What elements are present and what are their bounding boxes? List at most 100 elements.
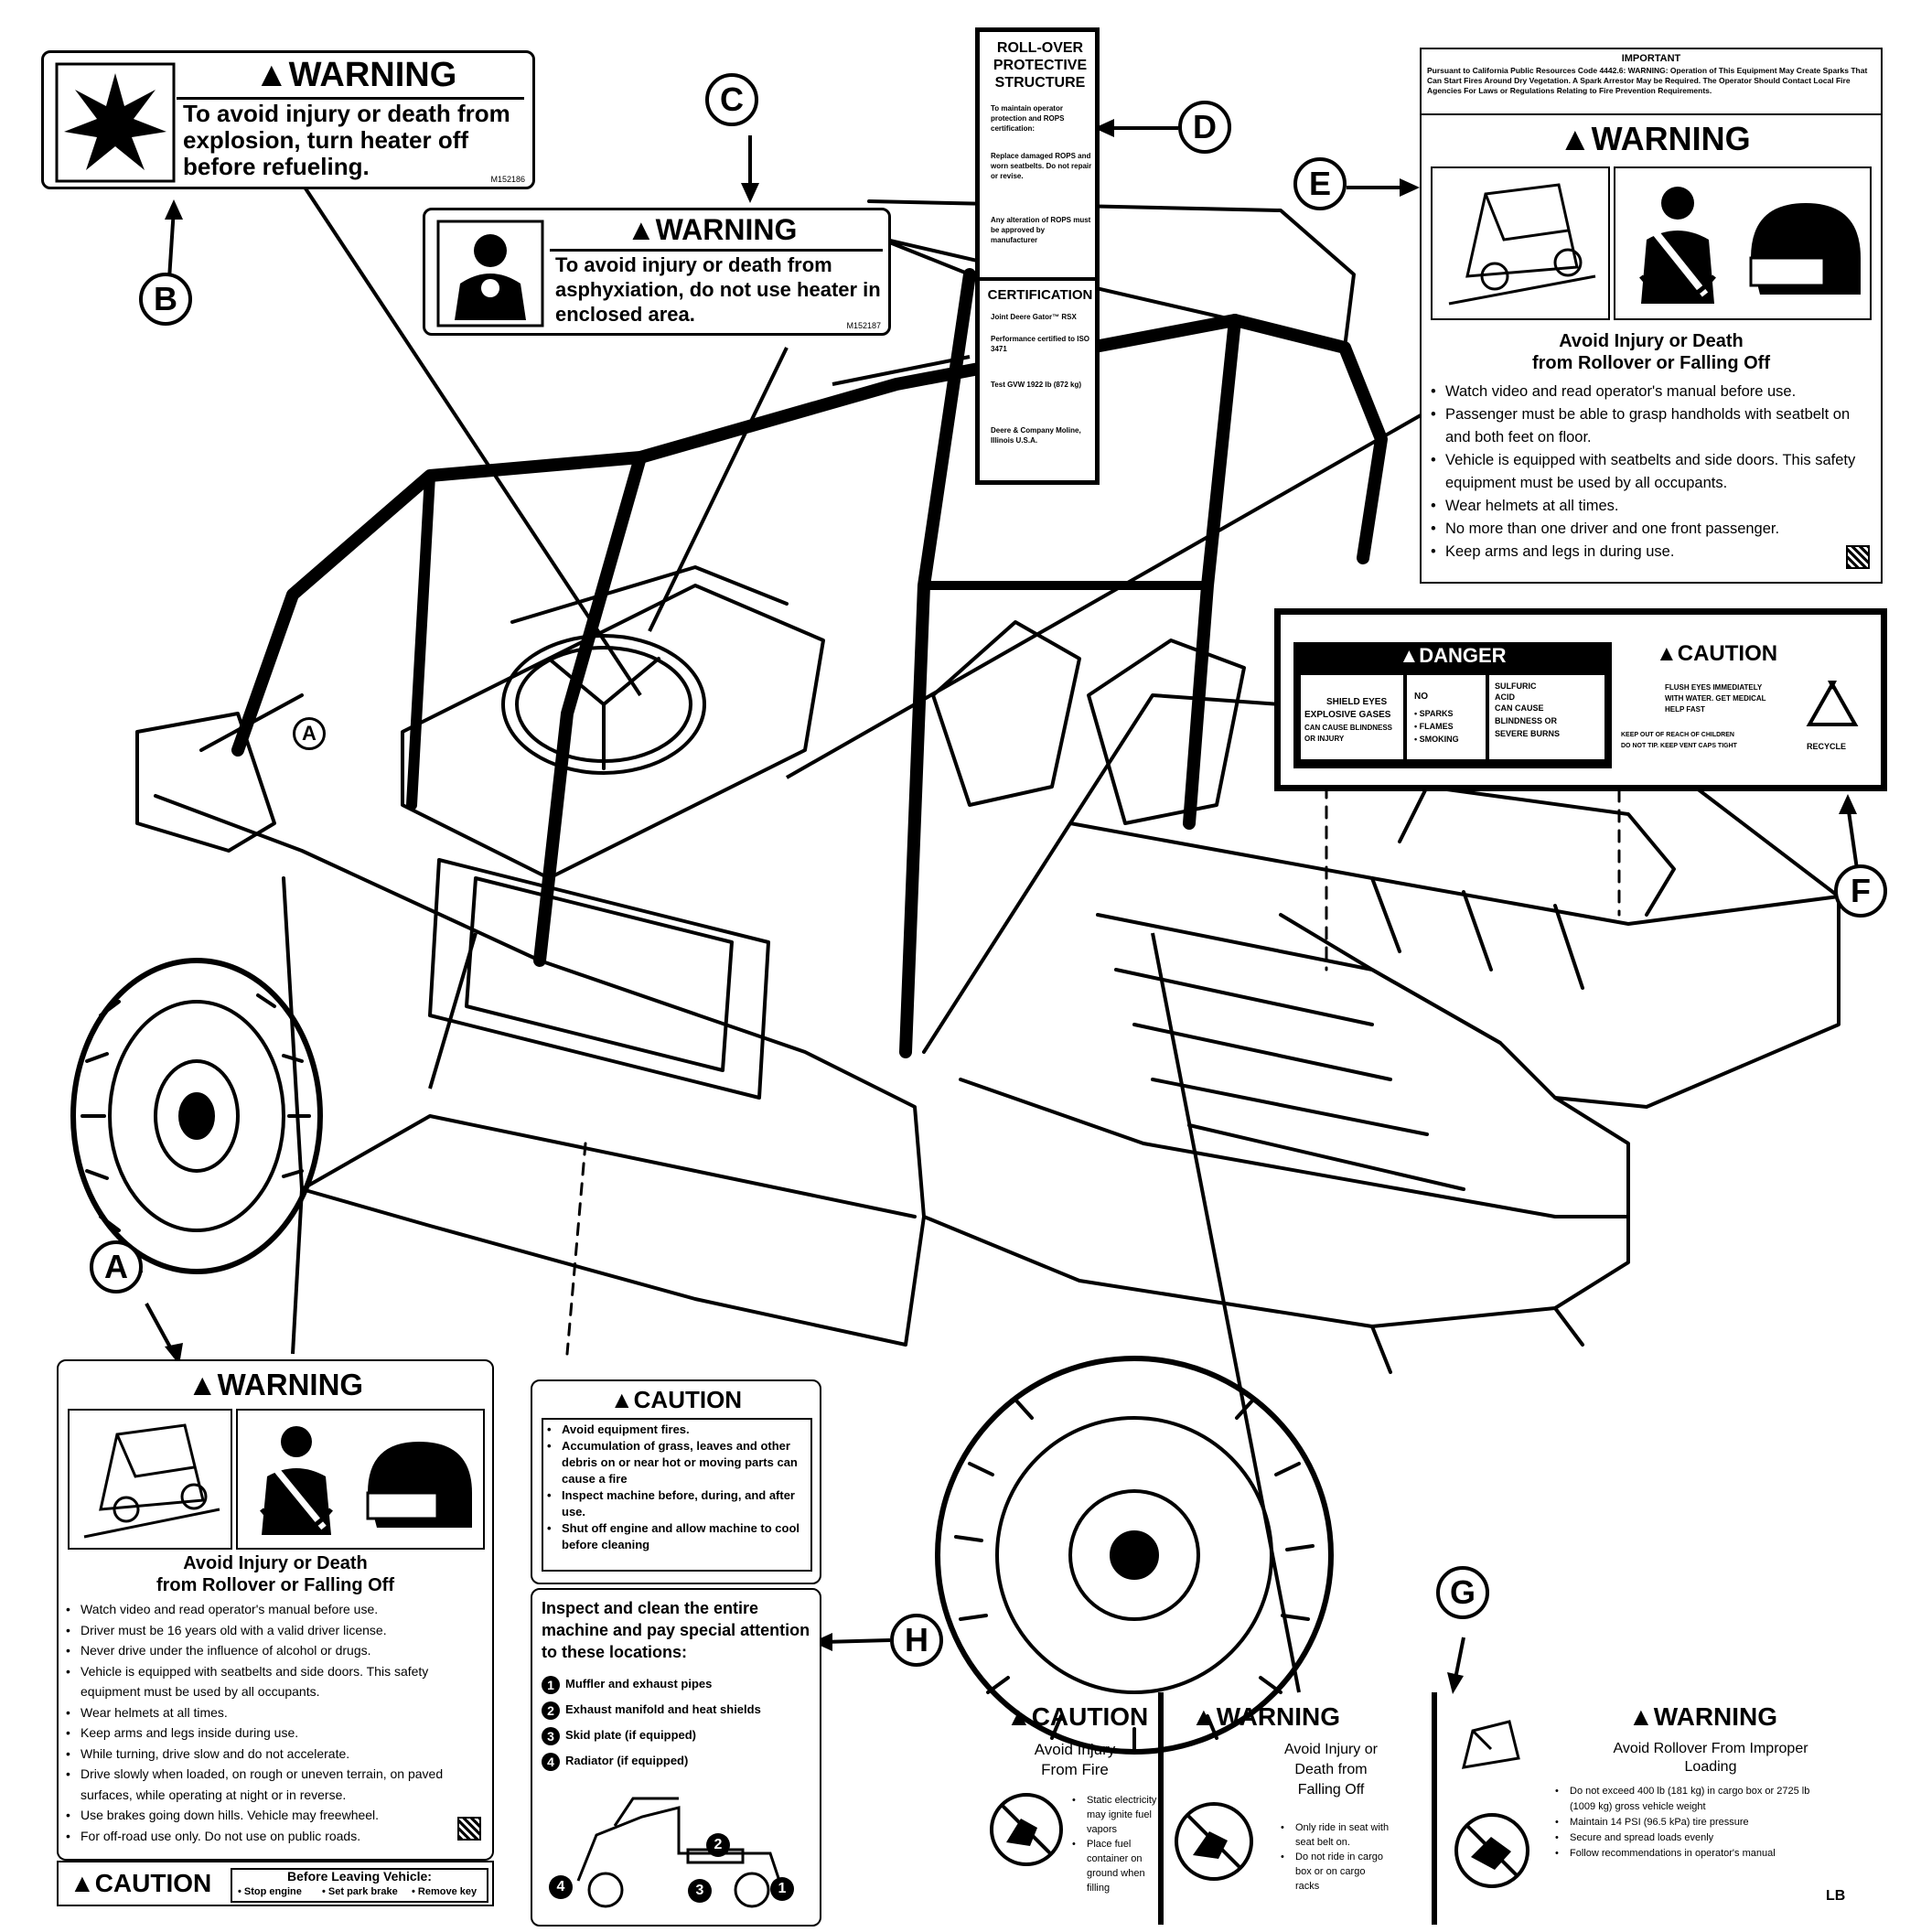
decal-f-caution-5: DO NOT TIP. KEEP VENT CAPS TIGHT [1621, 743, 1737, 749]
qr-code-icon [1846, 545, 1870, 569]
decal-a-bullet: Use brakes going down hills. Vehicle may… [66, 1805, 482, 1826]
decal-f-caution-3: HELP FAST [1665, 705, 1705, 714]
decal-a-bullet: Drive slowly when loaded, on rough or un… [66, 1764, 482, 1805]
decal-g-panel1-bullets: Static electricity may ignite fuel vapor… [1072, 1793, 1159, 1895]
qr-code-icon [457, 1817, 481, 1841]
decal-f-danger-col1-2: EXPLOSIVE GASES [1304, 710, 1391, 720]
decal-e: IMPORTANT Pursuant to California Public … [1420, 48, 1883, 584]
callout-h: H [890, 1614, 943, 1667]
decal-h-caution-bullet: Inspect machine before, during, and afte… [547, 1487, 809, 1520]
decal-b-part-number: M152186 [490, 175, 525, 185]
decal-f-battery: ▲DANGER SHIELD EYES EXPLOSIVE GASES CAN … [1274, 608, 1887, 791]
decal-a-bullet: Keep arms and legs inside during use. [66, 1723, 482, 1744]
decal-e-heading: ▲WARNING [1559, 120, 1751, 157]
location-marker-1: 1 [770, 1877, 794, 1901]
location-marker-2: 2 [706, 1833, 730, 1857]
decal-a-heading: ▲WARNING [187, 1368, 364, 1401]
decal-f-danger-col2-2: • SPARKS [1414, 709, 1454, 718]
decal-f-danger-col1-4: OR INJURY [1304, 735, 1345, 743]
decal-b: ▲WARNING To avoid injury or death from e… [41, 50, 535, 189]
decal-b-text: To avoid injury or death from explosion,… [183, 100, 510, 180]
location-marker-4: 4 [549, 1875, 573, 1899]
rollover-icon [1431, 166, 1610, 320]
decal-d-cert-1: Joint Deere Gator™ RSX [991, 313, 1077, 321]
leader-a [428, 932, 478, 1089]
rollover-icon [68, 1409, 232, 1550]
callout-b: B [139, 273, 192, 326]
decal-e-important-heading: IMPORTANT [1621, 53, 1681, 64]
decal-e-bullet: Vehicle is equipped with seatbelts and s… [1431, 449, 1865, 495]
no-static-fuel-icon [990, 1793, 1063, 1866]
decal-f-danger-heading: ▲DANGER [1293, 642, 1612, 670]
decal-f-danger-col3-1: SULFURIC [1495, 682, 1537, 691]
decal-h-title: Inspect and clean the entire machine and… [542, 1599, 810, 1661]
decal-b-heading: ▲WARNING [254, 56, 457, 94]
decal-g-panel3-bullet: Follow recommendations in operator's man… [1555, 1846, 1830, 1862]
decal-c-part-number: M152187 [846, 321, 881, 331]
decal-g-panel3-bullets: Do not exceed 400 lb (181 kg) in cargo b… [1555, 1784, 1830, 1862]
decal-g-panel3-title: Avoid Rollover From Improper Loading [1613, 1741, 1808, 1775]
decal-g-panel2-heading: ▲WARNING [1191, 1702, 1341, 1731]
decal-f-caution-heading: ▲CAUTION [1656, 641, 1778, 666]
callout-g: G [1436, 1566, 1489, 1619]
decal-e-bullet: Wear helmets at all times. [1431, 495, 1865, 518]
decal-h-item-1: Muffler and exhaust pipes [565, 1677, 713, 1690]
decal-g-panel3-heading: ▲WARNING [1628, 1702, 1778, 1731]
decal-a-bullet-list: Watch video and read operator's manual b… [66, 1599, 482, 1846]
no-riding-cargo-icon [1175, 1802, 1253, 1881]
front-left-wheel [70, 958, 323, 1274]
decal-g-panel1-bullet: Static electricity may ignite fuel vapor… [1072, 1793, 1159, 1837]
decal-f-danger-col3-4: BLINDNESS OR [1495, 716, 1558, 725]
decal-a-subheading-2: from Rollover or Falling Off [156, 1575, 394, 1595]
decal-a-caution: ▲CAUTION Before Leaving Vehicle: • Stop … [57, 1861, 494, 1906]
decal-f-recycle: RECYCLE [1807, 742, 1847, 751]
decal-f-caution-2: WITH WATER. GET MEDICAL [1665, 694, 1766, 703]
decal-g-panel3-bullet: Do not exceed 400 lb (181 kg) in cargo b… [1555, 1784, 1830, 1815]
decal-a-caution-item-1: • Stop engine [238, 1886, 302, 1897]
decal-e-subheading-1: Avoid Injury or Death [1559, 331, 1744, 351]
decal-d-line-3: Any alteration of ROPS must be approved … [991, 216, 1091, 244]
decal-f-danger-col3-5: SEVERE BURNS [1495, 729, 1561, 738]
decal-g-panel3-bullet: Maintain 14 PSI (96.5 kPa) tire pressure [1555, 1815, 1830, 1830]
decal-e-bullet: No more than one driver and one front pa… [1431, 518, 1865, 541]
decal-g-panel1-bullet: Place fuel container on ground when fill… [1072, 1837, 1159, 1895]
decal-d-cert-2: Performance certified to ISO 3471 [991, 335, 1090, 353]
decal-g-panel1-heading: ▲CAUTION [1006, 1702, 1149, 1731]
decal-f-danger-col2-1: NO [1414, 692, 1428, 702]
decal-a: ▲WARNING Avoid Injury or Death from Roll… [57, 1359, 494, 1861]
decal-d-line-1: To maintain operator protection and ROPS… [991, 104, 1065, 133]
decal-e-important-text: Pursuant to California Public Resources … [1427, 66, 1868, 95]
callout-e: E [1293, 157, 1347, 210]
decal-e-bullet: Keep arms and legs in during use. [1431, 541, 1865, 564]
decal-c-text: To avoid injury or death from asphyxiati… [555, 253, 881, 326]
decal-d-cert-4: Deere & Company Moline, Illinois U.S.A. [991, 426, 1081, 445]
improper-loading-icon [1461, 1720, 1520, 1769]
callout-f: F [1834, 864, 1887, 918]
callout-a-main: A [90, 1240, 143, 1293]
decal-f-caution-1: FLUSH EYES IMMEDIATELY [1665, 683, 1763, 692]
decal-g-code: LB [1826, 1888, 1846, 1904]
decal-h: Inspect and clean the entire machine and… [531, 1588, 821, 1927]
decal-h-item-2: Exhaust manifold and heat shields [565, 1702, 761, 1716]
decal-e-bullet-list: Watch video and read operator's manual b… [1431, 381, 1865, 564]
no-overload-icon [1454, 1813, 1529, 1888]
decal-a-bullet: Vehicle is equipped with seatbelts and s… [66, 1661, 482, 1702]
callout-a-vehicle: A [293, 717, 326, 750]
decal-a-subheading-1: Avoid Injury or Death [183, 1553, 368, 1573]
decal-f-danger-col1-1: SHIELD EYES [1326, 697, 1388, 707]
asphyxiation-person-icon [436, 220, 544, 327]
decal-f-danger-col3-3: CAN CAUSE [1495, 703, 1544, 713]
decal-a-bullet: Driver must be 16 years old with a valid… [66, 1620, 482, 1641]
decal-d-cert-heading: CERTIFICATION [987, 287, 1093, 303]
explosion-icon [55, 62, 176, 183]
vehicle-locations-icon [576, 1797, 781, 1908]
decal-a-caution-item-2: • Set park brake [322, 1886, 398, 1897]
decal-a-bullet: Watch video and read operator's manual b… [66, 1599, 482, 1620]
decal-a-bullet: Wear helmets at all times. [66, 1702, 482, 1723]
decal-g: ▲CAUTION Avoid Injury From Fire Static e… [988, 1692, 1903, 1926]
decal-a-bullet: While turning, drive slow and do not acc… [66, 1744, 482, 1765]
decal-f-danger-col1-3: CAN CAUSE BLINDNESS [1304, 724, 1393, 732]
decal-c-heading: ▲WARNING [627, 213, 798, 246]
decal-h-caution-bullet: Accumulation of grass, leaves and other … [547, 1438, 809, 1487]
rear-right-wheel [935, 1356, 1334, 1755]
